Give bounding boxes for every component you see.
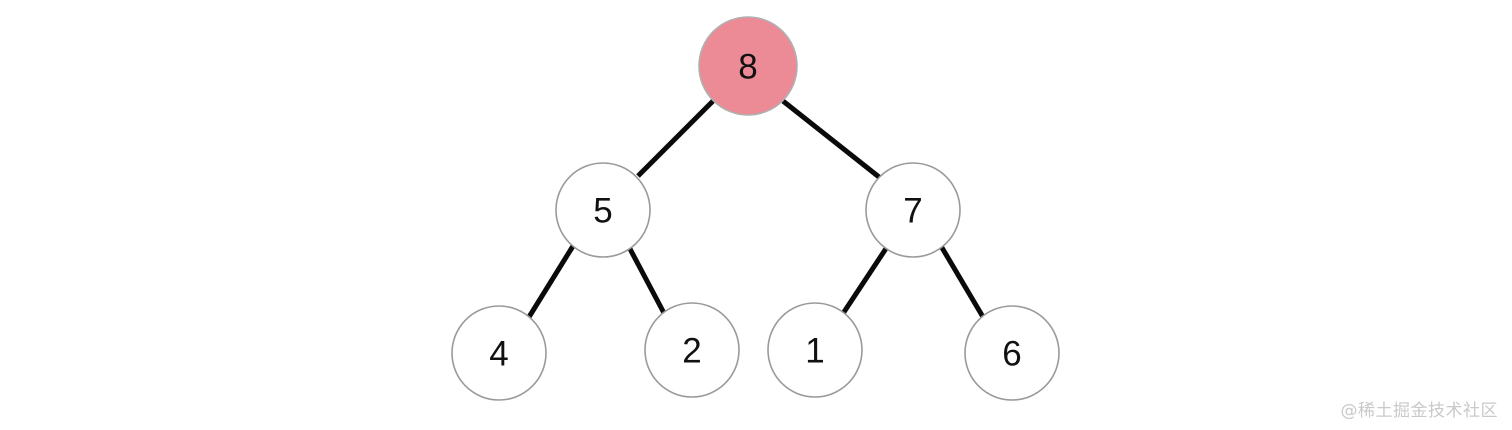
tree-node-6[interactable]: 6 (964, 305, 1060, 401)
node-label-1: 1 (805, 332, 824, 371)
node-label-7: 7 (903, 192, 922, 231)
tree-node-4[interactable]: 4 (451, 305, 547, 401)
node-circle-6 (964, 305, 1060, 401)
node-circle-8 (698, 16, 798, 116)
nodes-layer: 8 5 7 4 2 1 6 (451, 16, 1060, 401)
node-circle-2 (644, 302, 740, 398)
node-circle-7 (865, 162, 961, 258)
tree-edge-n7-n1 (839, 245, 890, 317)
tree-edge-n5-n2 (626, 245, 668, 317)
tree-node-2[interactable]: 2 (644, 302, 740, 398)
tree-node-7[interactable]: 7 (865, 162, 961, 258)
tree-node-5[interactable]: 5 (555, 162, 651, 258)
node-circle-1 (767, 302, 863, 398)
node-circle-4 (451, 305, 547, 401)
node-circle-5 (555, 162, 651, 258)
watermark-text: @稀土掘金技术社区 (1340, 401, 1498, 421)
tree-node-8[interactable]: 8 (698, 16, 798, 116)
tree-edge-n8-n5 (636, 99, 715, 178)
tree-edge-n7-n6 (938, 244, 986, 319)
tree-edge-n5-n4 (526, 244, 576, 319)
edges-layer (526, 99, 986, 319)
node-label-5: 5 (593, 192, 612, 231)
tree-node-1[interactable]: 1 (767, 302, 863, 398)
node-label-6: 6 (1002, 335, 1021, 374)
node-label-8: 8 (738, 48, 757, 87)
node-label-2: 2 (682, 332, 701, 371)
tree-edge-n8-n7 (781, 99, 881, 179)
node-label-4: 4 (489, 335, 508, 374)
